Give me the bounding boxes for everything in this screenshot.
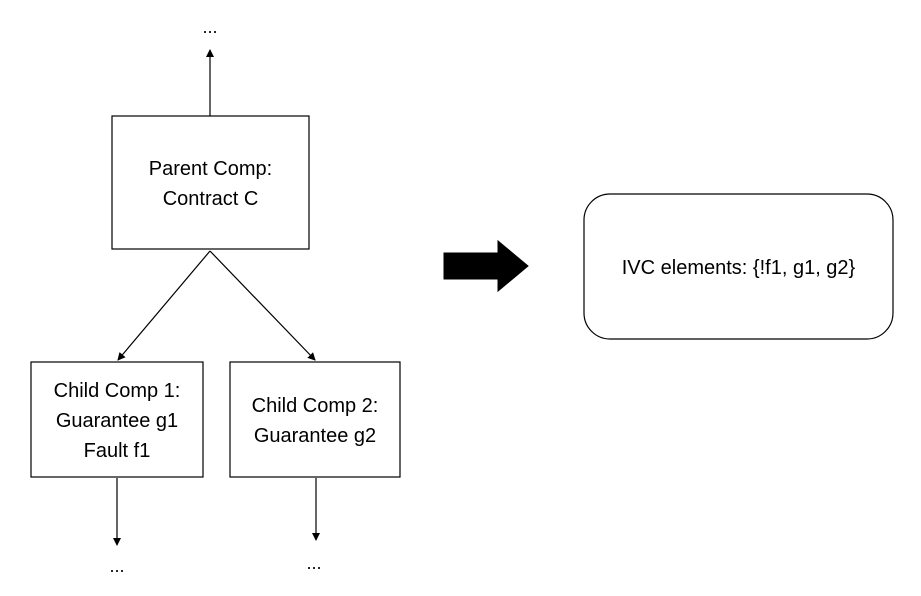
child2-label-line1: Child Comp 2: bbox=[252, 395, 379, 417]
ivc-elements-label: IVC elements: {!f1, g1, g2} bbox=[622, 257, 856, 279]
ivc-result-box: IVC elements: {!f1, g1, g2} bbox=[583, 193, 894, 340]
parent-component-box: Parent Comp: Contract C bbox=[111, 115, 310, 250]
child2-label-line2: Guarantee g2 bbox=[254, 425, 376, 447]
parent-label-line1: Parent Comp: bbox=[149, 158, 272, 180]
child1-label-line1: Child Comp 1: bbox=[54, 380, 181, 402]
parent-to-child1-arrow bbox=[117, 250, 211, 361]
child2-component-box: Child Comp 2: Guarantee g2 bbox=[229, 361, 401, 478]
block-arrow-right-icon bbox=[443, 239, 529, 293]
child2-ellipsis: ... bbox=[306, 553, 321, 573]
child1-label-line2: Guarantee g1 bbox=[56, 410, 178, 432]
parent-label-line2: Contract C bbox=[163, 188, 259, 210]
parent-to-child2-arrow bbox=[209, 250, 316, 361]
child1-label-line3: Fault f1 bbox=[84, 440, 151, 462]
top-ellipsis: ... bbox=[202, 17, 217, 37]
child1-component-box: Child Comp 1: Guarantee g1 Fault f1 bbox=[30, 361, 204, 478]
child1-ellipsis: ... bbox=[109, 556, 124, 576]
